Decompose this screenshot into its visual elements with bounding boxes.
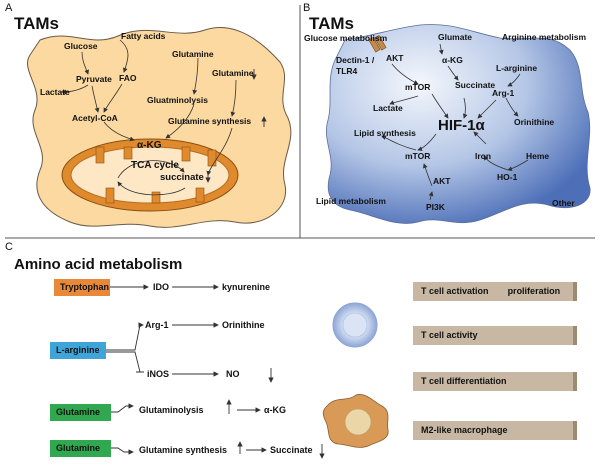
label-lipid-synthesis: Lipid synthesis [354,128,416,138]
label-arg1-c: Arg-1 [145,320,169,330]
label-tca-cycle: TCA cycle [131,160,179,171]
label-glutamine-down: Glutamine [212,68,254,78]
panel-a-arrows [61,39,237,176]
label-proliferation: proliferation [507,286,561,296]
label-ho1: HO-1 [497,172,518,182]
label-orinithine-b: Orinithine [514,117,555,127]
label-t-cell-activation: T cell activation [421,286,489,296]
tryptophan-box: Tryptophan [54,279,110,296]
dectin-receptor [368,35,387,53]
label-arg1-b: Arg-1 [492,88,515,98]
label-succinate-b: Succinate [455,80,496,90]
label-glutamine-top: Glutamine [172,49,214,59]
label-glutaminolysis-c: Glutaminolysis [139,405,204,415]
effect-t-cell-activation: T cell activation proliferation [413,282,577,301]
l-arginine-box: L-arginine [50,342,106,359]
label-akg-b: α-KG [442,55,463,65]
glutamine-box-1: Glutamine [50,404,111,421]
label-l-arginine-b: L-arginine [496,63,538,73]
label-no: NO [226,369,240,379]
label-glucose-metabolism: Glucose metabolism [304,33,388,43]
label-glutamine-synthesis-c: Glutamine synthesis [139,445,228,455]
label-akg-c: α-KG [264,405,287,415]
panel-b-arrows [381,43,529,201]
label-dectin: Dectin-1 / [336,55,375,65]
label-other: Other [552,198,575,208]
effect-m2-macrophage: M2-like macrophage [413,421,577,440]
label-pi3k: PI3K [426,202,445,212]
tam-cell-b [326,24,591,224]
label-orinithine-c: Orinithine [222,320,265,330]
label-mtor-top: mTOR [405,82,431,92]
label-iron: Iron [475,151,492,161]
cristae [95,146,217,204]
t-cell-nucleus [342,312,368,338]
label-fatty-acids: Fatty acids [121,31,166,41]
label-akt-bottom: AKT [433,176,451,186]
label-hif-1a: HIF-1α [438,117,485,134]
effect-t-cell-activity: T cell activity [413,326,577,345]
label-lipid-metabolism: Lipid metabolism [316,196,386,206]
panel-b-title: TAMs [309,14,355,33]
label-mtor-bottom: mTOR [405,151,431,161]
label-ido: IDO [153,282,170,292]
label-glumate: Glumate [438,32,473,42]
label-glucose: Glucose [64,41,98,51]
label-acetyl-coa: Acetyl-CoA [72,113,118,123]
label-glutamine-synthesis: Glutamine synthesis [168,116,252,126]
label-fao: FAO [119,73,137,83]
panel-c-title: Amino acid metabolism [14,256,183,273]
label-lactate-b: Lactate [373,103,403,113]
label-tlr4: TLR4 [336,66,358,76]
label-lactate: Lactate [40,87,70,97]
label-pyruvate: Pyruvate [76,74,112,84]
panel-a-title: TAMs [14,14,60,33]
label-arginine-metabolism: Arginine metabolism [502,32,587,42]
label-succinate: succinate [160,172,204,183]
effect-t-cell-differentiation: T cell differentiation [413,372,577,391]
label-akt-top: AKT [386,53,404,63]
label-inos: iNOS [147,369,170,379]
glutamine-box-2: Glutamine [50,440,111,457]
panel-c-letter: C [5,241,13,253]
label-kynurenine: kynurenine [222,282,271,292]
panel-a-letter: A [5,2,13,14]
macrophage-nucleus [344,408,372,436]
panel-b-letter: B [303,2,311,14]
label-succinate-c: Succinate [270,445,313,455]
label-heme: Heme [526,151,550,161]
label-akg: α-KG [137,140,162,151]
label-glutaminolysis: Gluatminolysis [147,95,208,105]
